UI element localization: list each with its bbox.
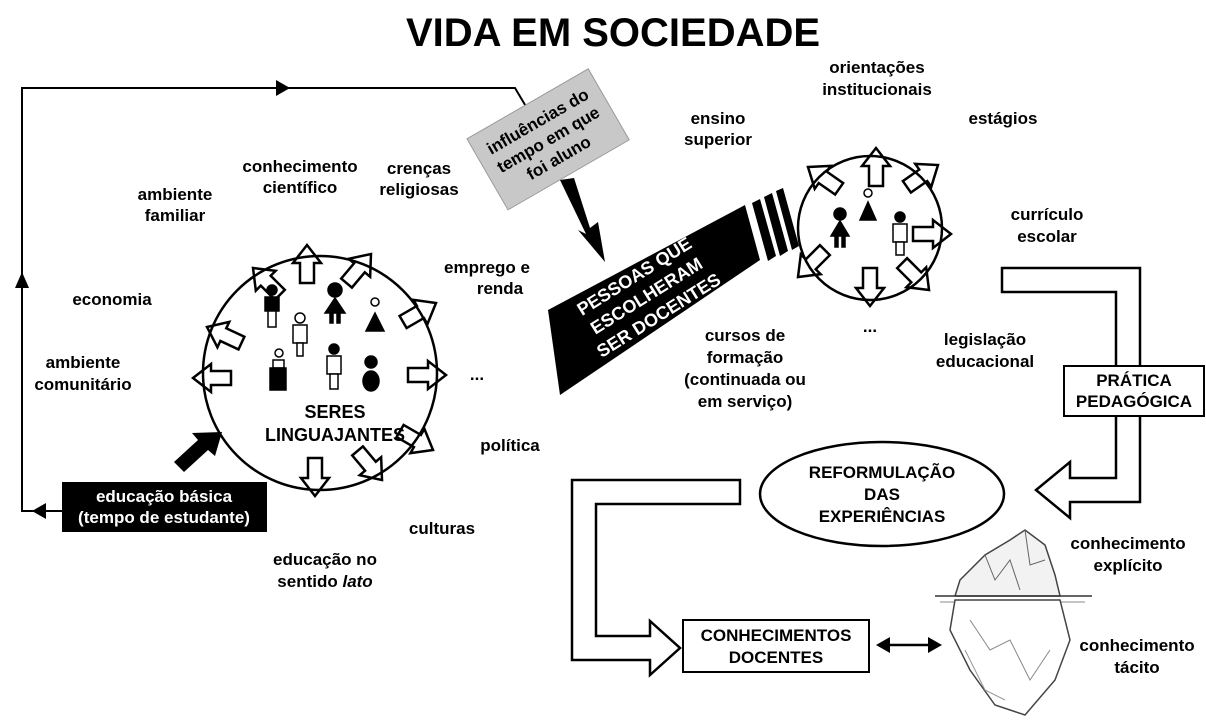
explicito-line2: explícito — [1094, 556, 1163, 575]
conhecimentos-line1: CONHECIMENTOS — [701, 626, 852, 645]
pratica-path-arrow — [1000, 266, 1142, 521]
reformulacao-line3: EXPERIÊNCIAS — [819, 507, 946, 526]
label-crencas-religiosas-2: religiosas — [379, 180, 458, 199]
conhecimentos-docentes-box — [682, 619, 870, 673]
label-orientacoes-2: institucionais — [822, 80, 932, 99]
tacito-line2: tácito — [1114, 658, 1159, 677]
people-figures-left — [264, 282, 386, 392]
reformulacao-ellipse — [758, 440, 1006, 548]
reformulacao-path-arrow — [570, 478, 742, 678]
left-labels: ambiente familiar conhecimento científic… — [34, 157, 540, 591]
label-crencas-religiosas-1: crenças — [387, 159, 451, 178]
label-educacao-lato-1: educação no — [273, 550, 377, 569]
label-cursos-3: (continuada ou — [684, 370, 806, 389]
pratica-box — [1063, 365, 1205, 417]
iceberg-icon — [935, 529, 1092, 716]
label-legislacao-2: educacional — [936, 352, 1034, 371]
page-title: VIDA EM SOCIEDADE — [406, 11, 820, 55]
label-educacao-lato-2: sentido lato — [277, 572, 372, 591]
label-curriculo-2: escolar — [1017, 227, 1077, 246]
label-estagios: estágios — [969, 109, 1038, 128]
label-orientacoes-1: orientações — [829, 58, 924, 77]
label-ambiente-comunitario-1: ambiente — [46, 353, 121, 372]
conhecimentos-line2: DOCENTES — [729, 648, 823, 667]
label-emprego-renda-1: emprego e — [444, 258, 530, 277]
seres-linguajantes-circle — [201, 254, 439, 492]
educacao-basica-line1: educação básica — [96, 487, 233, 506]
label-economia: economia — [72, 290, 152, 309]
influencias-box: influências do tempo em que foi aluno — [466, 68, 630, 211]
pratica-line1: PRÁTICA — [1096, 371, 1172, 390]
left-ellipsis: ... — [470, 365, 484, 384]
label-conhecimento-cientifico-2: científico — [263, 178, 338, 197]
loop-arrowhead-right — [276, 80, 290, 96]
label-cursos-1: cursos de — [705, 326, 785, 345]
explicito-line1: conhecimento — [1070, 534, 1185, 553]
seres-label: SERES — [304, 402, 365, 422]
linguajantes-label: LINGUAJANTES — [265, 425, 405, 445]
label-cursos-4: em serviço) — [698, 392, 793, 411]
right-ellipsis: ... — [863, 317, 877, 336]
label-politica: política — [480, 436, 540, 455]
right-labels: orientações institucionais ensino superi… — [684, 58, 1083, 411]
educacao-basica-box — [62, 482, 267, 532]
label-cursos-2: formação — [707, 348, 784, 367]
black-arrow-icon — [174, 432, 222, 472]
label-conhecimento-cientifico-1: conhecimento — [242, 157, 357, 176]
label-ambiente-comunitario-2: comunitário — [34, 375, 131, 394]
educacao-basica-line2: (tempo de estudante) — [78, 508, 250, 527]
loop-arrowhead-up — [15, 272, 29, 288]
label-ambiente-familiar-1: ambiente — [138, 185, 213, 204]
label-culturas: culturas — [409, 519, 475, 538]
label-curriculo-1: currículo — [1011, 205, 1084, 224]
people-figures-right — [829, 188, 908, 256]
reformulacao-line1: REFORMULAÇÃO — [809, 462, 955, 482]
label-ensino-superior-1: ensino — [691, 109, 746, 128]
pratica-line2: PEDAGÓGICA — [1076, 392, 1192, 411]
label-ambiente-familiar-2: familiar — [145, 206, 206, 225]
tacito-line1: conhecimento — [1079, 636, 1194, 655]
double-arrow-icon — [876, 637, 942, 653]
loop-arrowhead-left — [32, 503, 46, 519]
label-legislacao-1: legislação — [944, 330, 1026, 349]
label-emprego-renda-2: renda — [477, 279, 524, 298]
reformulacao-line2: DAS — [864, 485, 900, 504]
label-ensino-superior-2: superior — [684, 130, 752, 149]
lightning-arrow-icon — [560, 178, 605, 262]
